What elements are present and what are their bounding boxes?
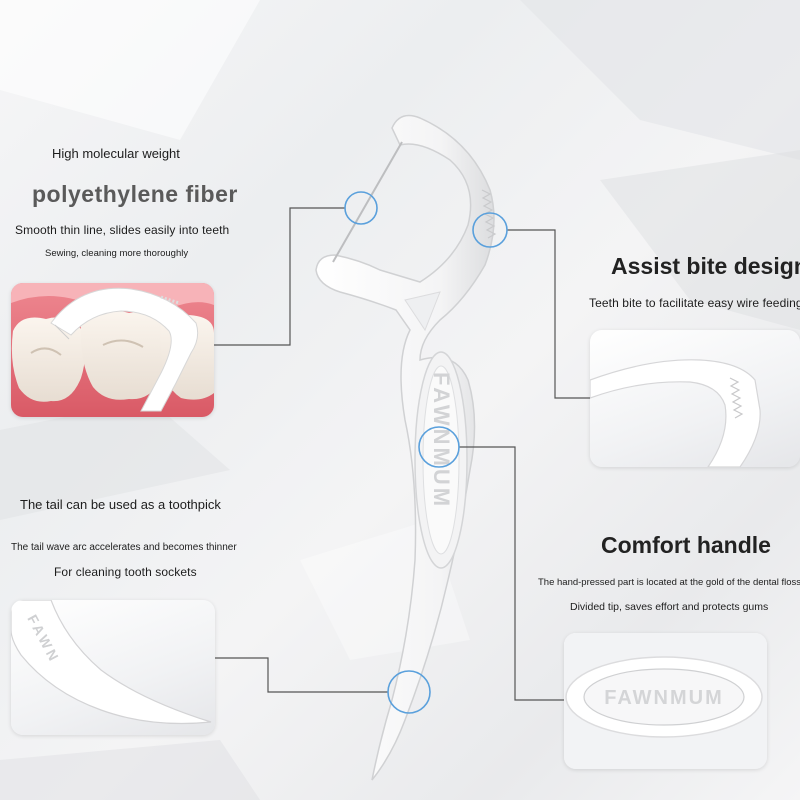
- leader-line-bite: [507, 229, 590, 399]
- teeth-image-card: [11, 283, 214, 417]
- handle-image-card: FAWNMUM: [564, 633, 767, 769]
- callout-ring-tail: [387, 670, 431, 714]
- teeth-illustration: [11, 283, 214, 417]
- handle-closeup: FAWNMUM: [564, 633, 767, 769]
- toothpick-desc-line2: For cleaning tooth sockets: [54, 565, 197, 579]
- serrated-head-closeup: [590, 359, 761, 467]
- tail-closeup: FAWN: [11, 600, 212, 725]
- leader-line-tail: [215, 657, 388, 693]
- bite-image-card: [590, 330, 800, 467]
- floss-string: [332, 141, 403, 263]
- handle-heading: Comfort handle: [601, 532, 771, 558]
- handle-desc-line1: The hand-pressed part is located at the …: [538, 577, 800, 588]
- callout-ring-fiber: [344, 191, 378, 225]
- callout-ring-bite: [472, 212, 508, 248]
- fiber-heading-line2: polyethylene fiber: [32, 181, 238, 207]
- leader-line-handle: [459, 446, 564, 701]
- handle-brand-text: FAWNMUM: [429, 372, 454, 509]
- bite-heading: Assist bite design: [611, 253, 800, 279]
- fiber-heading-line1: High molecular weight: [52, 146, 180, 161]
- tail-image-card: FAWN: [11, 600, 215, 735]
- bite-desc: Teeth bite to facilitate easy wire feedi…: [589, 296, 800, 310]
- handle-card-brand-text: FAWNMUM: [604, 687, 724, 709]
- toothpick-desc-line1: The tail wave arc accelerates and become…: [11, 542, 237, 553]
- handle-desc-line2: Divided tip, saves effort and protects g…: [570, 601, 769, 613]
- toothpick-heading: The tail can be used as a toothpick: [20, 497, 221, 512]
- callout-ring-handle: [418, 426, 460, 468]
- floss-pick-product: FAWNMUM: [315, 114, 497, 781]
- fiber-desc-line1: Smooth thin line, slides easily into tee…: [15, 223, 230, 237]
- fiber-desc-line2: Sewing, cleaning more thoroughly: [45, 248, 189, 259]
- leader-line-fiber: [214, 207, 345, 346]
